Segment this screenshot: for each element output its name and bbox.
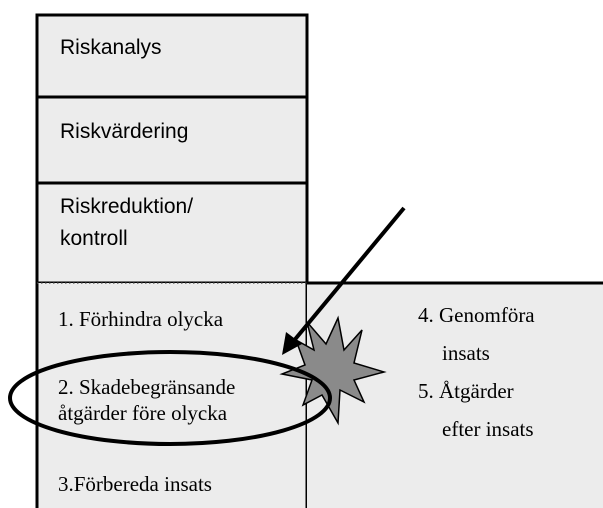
measure-item-4-line1: 4. Genomföra [418,303,535,327]
panel-left-measures [37,283,307,508]
box-riskvardering [35,95,309,185]
label-riskreduktion-line2: kontroll [60,227,128,250]
box-riskanalys [35,13,309,99]
label-riskanalys: Riskanalys [60,36,162,59]
measure-item-5-line1: 5. Åtgärder [418,379,514,403]
measure-item-2-line1: 2. Skadebegränsande [58,375,236,399]
highlight-ellipse [8,350,332,446]
impact-arrow-icon [282,332,302,355]
measure-item-3: 3.Förbereda insats [58,472,212,496]
measure-item-1: 1. Förhindra olycka [58,307,224,331]
measure-item-5-line2: efter insats [442,417,534,441]
label-riskreduktion-line1: Riskreduktion/ [60,195,194,218]
impact-arrow-shaft [290,206,406,345]
label-riskvardering: Riskvärdering [60,120,189,143]
measure-item-2-line2: åtgärder före olycka [58,401,228,425]
measure-item-4-line2: insats [442,341,490,365]
box-riskreduktion [35,181,309,285]
explosion-starburst-icon [279,315,387,426]
